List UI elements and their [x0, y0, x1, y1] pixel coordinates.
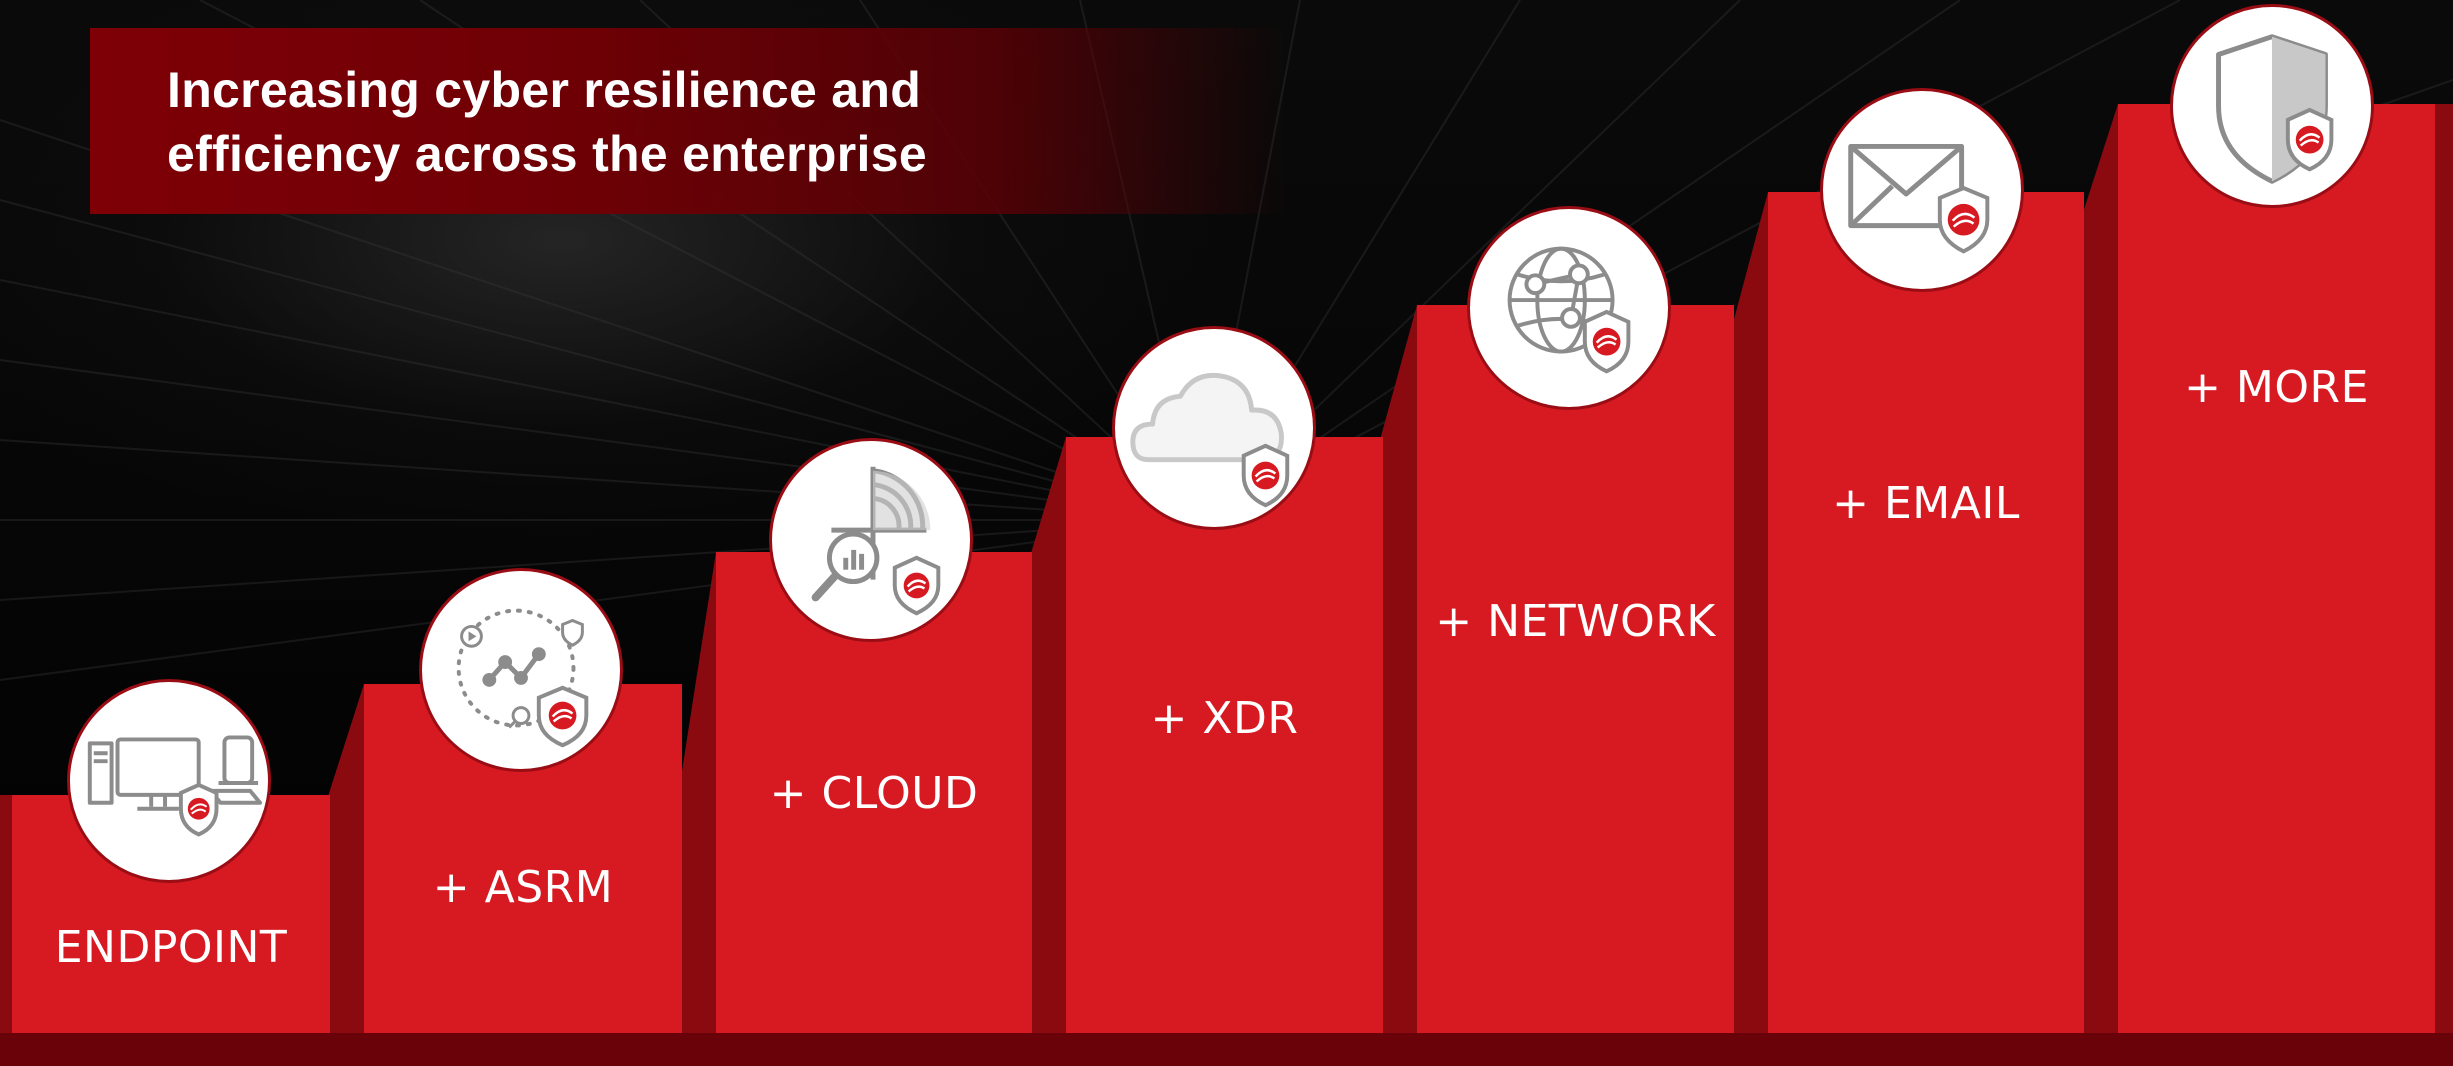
shield-icon — [2216, 34, 2334, 184]
step-label-network: + NETWORK — [1435, 596, 1716, 647]
step-base — [0, 1033, 2453, 1066]
xdr-circle — [1112, 326, 1316, 530]
step-label-cloud: + CLOUD — [769, 768, 979, 819]
endpoint-devices-icon — [87, 735, 263, 837]
step-label-more: + MORE — [2184, 362, 2369, 413]
step-right-edge — [2433, 104, 2453, 1035]
email-circle — [1820, 88, 2024, 292]
step-label-asrm: + ASRM — [432, 862, 614, 913]
cloud-icon — [1130, 373, 1290, 508]
step-network — [1417, 305, 1734, 1033]
endpoint-circle — [67, 679, 271, 883]
email-envelope-icon — [1848, 143, 1990, 254]
step-label-endpoint: ENDPOINT — [54, 922, 288, 973]
attack-surface-risk-icon — [456, 608, 589, 748]
title-line-1: Increasing cyber resilience and — [167, 62, 922, 118]
more-circle — [2170, 4, 2374, 208]
step-email — [1768, 192, 2084, 1033]
step-side-7 — [2082, 104, 2118, 1035]
network-globe-icon — [1507, 246, 1631, 374]
step-side-4 — [1030, 437, 1066, 1035]
page-title: Increasing cyber resilience and efficien… — [167, 58, 1067, 186]
step-xdr — [1066, 437, 1383, 1033]
step-side-6 — [1732, 192, 1768, 1035]
step-label-xdr: + XDR — [1150, 693, 1299, 744]
step-label-email: + EMAIL — [1832, 478, 2020, 529]
title-banner — [90, 28, 1290, 214]
step-side-1 — [0, 795, 14, 1035]
title-line-2: efficiency across the enterprise — [167, 126, 927, 182]
step-more — [2118, 104, 2435, 1033]
step-side-5 — [1381, 305, 1417, 1035]
cloud-radar-search-icon — [811, 466, 941, 616]
network-circle — [1467, 206, 1671, 410]
asrm-circle — [419, 568, 623, 772]
cloud-circle — [769, 438, 973, 642]
